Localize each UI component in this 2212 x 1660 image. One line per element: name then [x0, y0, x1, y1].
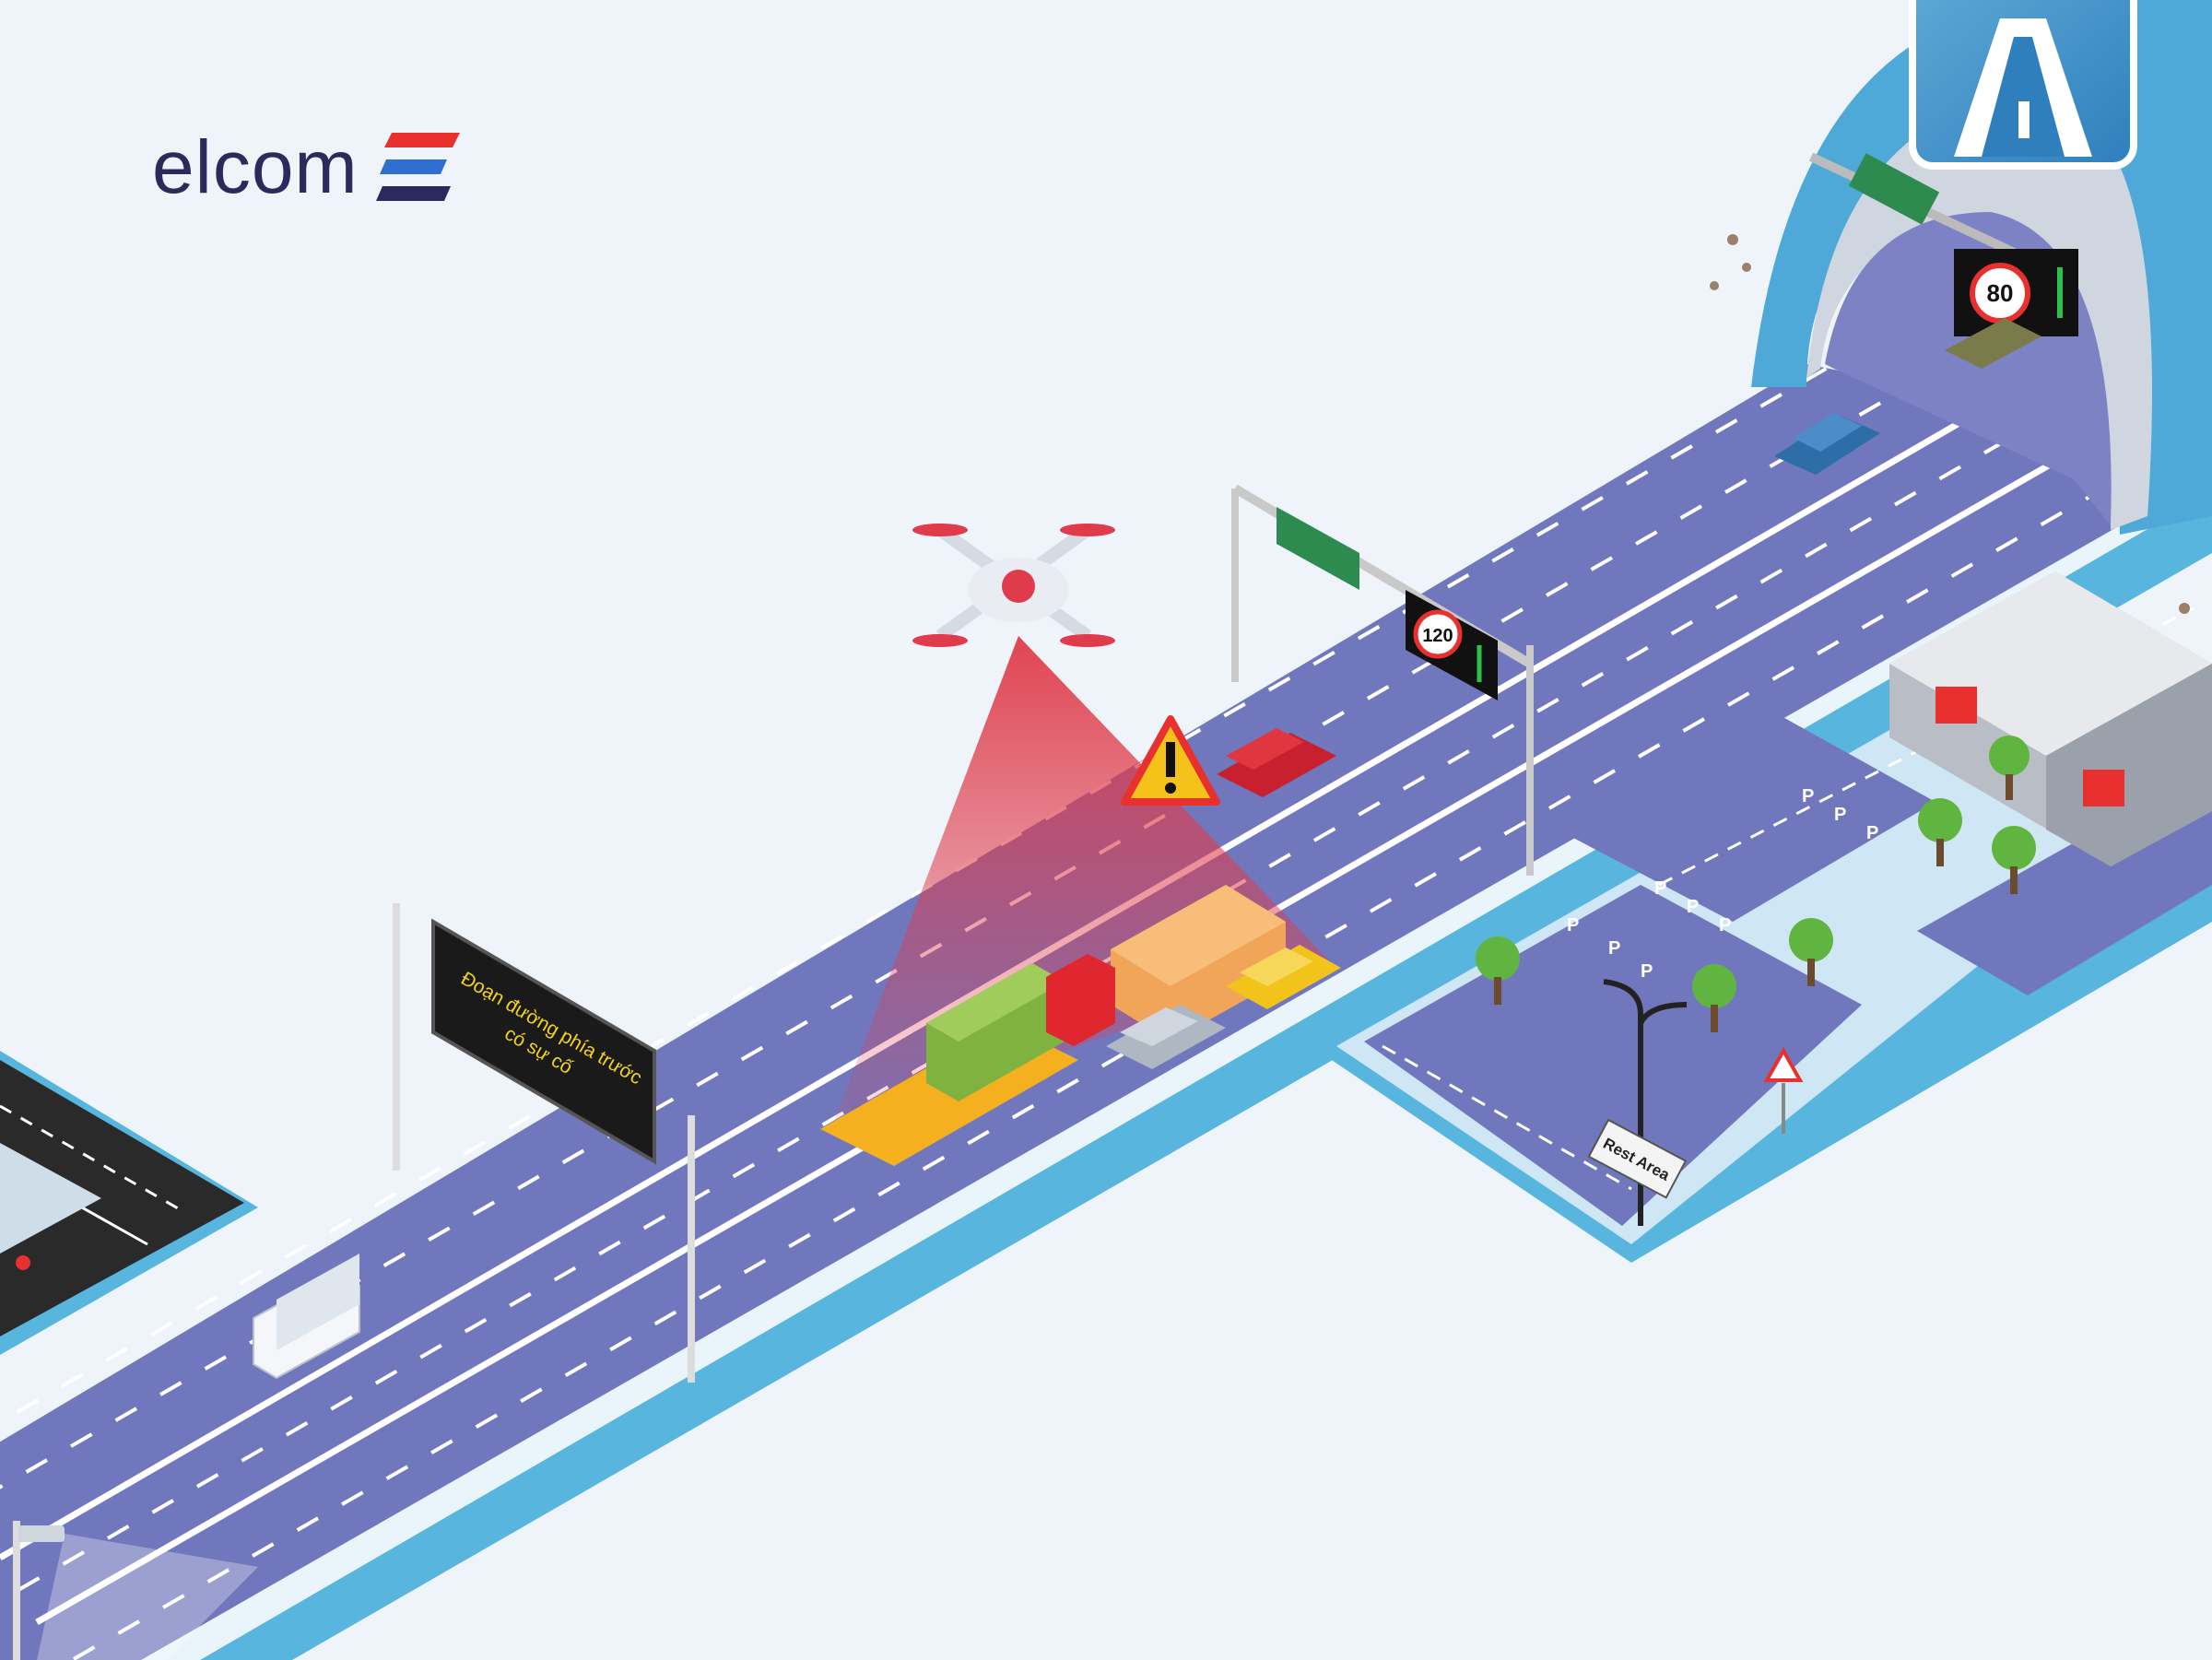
- rest-area-sign-label: Rest Area: [1600, 1135, 1673, 1184]
- svg-text:P: P: [1687, 897, 1699, 917]
- white-box-truck: [253, 1254, 360, 1380]
- mid-gantry: 120: [1231, 484, 1534, 876]
- silver-car: [1106, 1005, 1226, 1069]
- vehicles: [253, 318, 2041, 1380]
- main-highway: [0, 362, 2212, 1660]
- parking-label: P: [1567, 915, 1579, 936]
- elcom-logo: elcom: [152, 124, 463, 211]
- elcom-e-mark-icon: [375, 133, 460, 201]
- speed-limit-80-sign: 80: [1987, 279, 2014, 307]
- tunnel-gantry: 80: [1808, 152, 2078, 336]
- svg-text:P: P: [1866, 823, 1878, 843]
- trees: [1476, 736, 2036, 1032]
- svg-text:P: P: [1834, 805, 1846, 825]
- cctv-camera-icon: [13, 1521, 258, 1660]
- rest-area-sign: Rest Area: [1587, 1118, 1688, 1199]
- variable-message-sign: Đoạn đường phía trước có sự cố: [393, 903, 695, 1383]
- vms-message-line2: có sự cố: [501, 1023, 577, 1078]
- street-lamp: [1603, 979, 1688, 1226]
- road-warning-sign-icon: [1763, 1046, 1804, 1134]
- blue-car: [1774, 413, 1880, 475]
- rest-area: P P P P P P P P P: [1318, 571, 2212, 1263]
- yellow-car: [1226, 945, 1341, 1009]
- warning-triangle-icon: [1121, 715, 1220, 806]
- side-road-left: [0, 1051, 258, 1355]
- tunnel: [1710, 0, 2212, 614]
- svg-text:P: P: [1802, 786, 1814, 806]
- svg-text:P: P: [1719, 915, 1731, 936]
- svg-text:P: P: [1654, 878, 1666, 899]
- red-pickup-car: [1217, 728, 1336, 797]
- container-truck: [820, 954, 1115, 1166]
- svg-text:P: P: [1608, 938, 1620, 959]
- orange-van: [1111, 885, 1286, 1042]
- service-station-building: [1889, 571, 2212, 866]
- tunnel-road-icon: [1909, 0, 2137, 170]
- speed-limit-120-sign: 120: [1422, 626, 1453, 646]
- svg-text:P: P: [1641, 961, 1653, 982]
- vms-message-line1: Đoạn đường phía trước: [457, 968, 645, 1089]
- parking-spots: P P P P P P P P P: [1567, 786, 1878, 982]
- drone-icon: [912, 524, 1115, 647]
- logo-text: elcom: [152, 125, 359, 209]
- drone-beam: [830, 636, 1327, 1134]
- olive-car: [1945, 318, 2041, 369]
